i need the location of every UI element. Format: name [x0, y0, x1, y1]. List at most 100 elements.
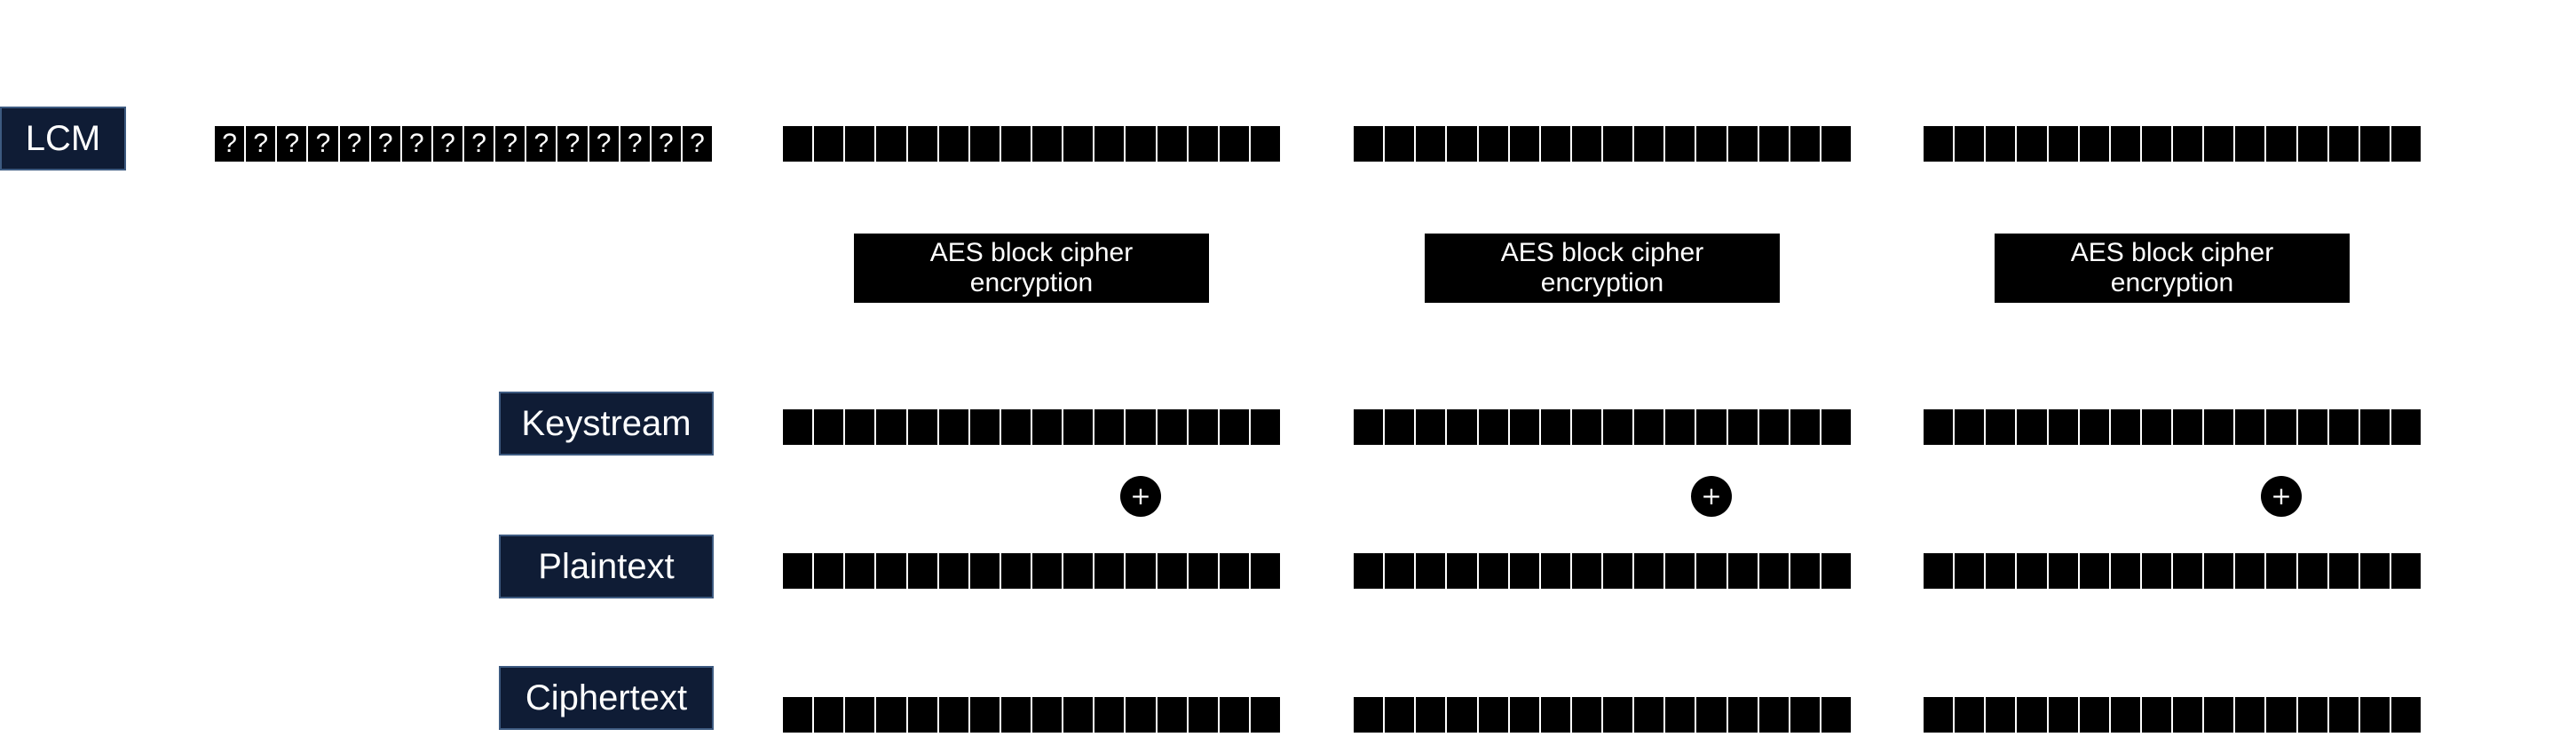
block-cell [1541, 697, 1572, 733]
block-cell [2235, 697, 2267, 733]
block-cell [2080, 553, 2111, 589]
block-cell [1447, 126, 1479, 162]
plaintext-block-1 [783, 553, 1280, 589]
aes-encryption-box-2: AES block cipher encryption [1425, 234, 1780, 303]
block-cell [1821, 553, 1851, 589]
block-cell [1032, 697, 1064, 733]
iv-cell: ? [433, 126, 464, 162]
block-cell [1158, 126, 1189, 162]
block-cell [1001, 409, 1032, 445]
block-cell [1728, 126, 1759, 162]
block-cell [1447, 409, 1479, 445]
block-cell [814, 126, 846, 162]
block-cell [1696, 126, 1728, 162]
block-cell [1986, 553, 2018, 589]
block-cell [814, 553, 846, 589]
block-cell [1063, 126, 1095, 162]
block-cell [1510, 409, 1541, 445]
block-cell [1541, 126, 1572, 162]
block-cell [1759, 697, 1790, 733]
block-cell [1955, 553, 1987, 589]
iv-cell: ? [340, 126, 371, 162]
iv-cell: ? [371, 126, 402, 162]
block-cell [2391, 409, 2421, 445]
iv-cell: ? [246, 126, 278, 162]
plaintext-block-2 [1354, 553, 1851, 589]
block-cell [2111, 697, 2142, 733]
block-cell [1032, 553, 1064, 589]
block-cell [1416, 409, 1448, 445]
iv-block: ???????????????? [215, 126, 712, 162]
block-cell [2298, 697, 2329, 733]
block-cell [1924, 126, 1956, 162]
counter-block-2 [1354, 126, 1851, 162]
block-cell [1385, 553, 1417, 589]
lcm-label: LCM [0, 107, 126, 170]
block-cell [908, 553, 939, 589]
block-cell [1790, 553, 1821, 589]
block-cell [1251, 553, 1280, 589]
iv-cell: ? [589, 126, 620, 162]
block-cell [2173, 126, 2205, 162]
block-cell [1986, 126, 2018, 162]
block-cell [1665, 409, 1697, 445]
block-cell [1572, 553, 1603, 589]
block-cell [1063, 697, 1095, 733]
ciphertext-label: Ciphertext [499, 666, 714, 730]
block-cell [908, 409, 939, 445]
block-cell [1447, 553, 1479, 589]
xor-icon: + [1120, 476, 1161, 517]
iv-cell: ? [308, 126, 340, 162]
block-cell [1032, 126, 1064, 162]
block-cell [2235, 126, 2267, 162]
block-cell [1385, 697, 1417, 733]
block-cell [2173, 553, 2205, 589]
block-cell [1696, 409, 1728, 445]
aes-encryption-box-3: AES block cipher encryption [1995, 234, 2350, 303]
block-cell [876, 553, 908, 589]
block-cell [1986, 409, 2018, 445]
block-cell [1955, 409, 1987, 445]
block-cell [2391, 697, 2421, 733]
block-cell [1790, 126, 1821, 162]
block-cell [2204, 126, 2236, 162]
block-cell [2360, 126, 2391, 162]
block-cell [1158, 553, 1189, 589]
block-cell [970, 409, 1001, 445]
block-cell [2111, 409, 2142, 445]
block-cell [1728, 553, 1759, 589]
block-cell [1001, 553, 1032, 589]
block-cell [845, 553, 877, 589]
iv-cell: ? [526, 126, 558, 162]
block-cell [1094, 697, 1126, 733]
block-cell [1189, 409, 1220, 445]
block-cell [2017, 553, 2049, 589]
iv-cell: ? [215, 126, 247, 162]
block-cell [1001, 697, 1032, 733]
block-cell [1001, 126, 1032, 162]
block-cell [1728, 697, 1759, 733]
block-cell [970, 553, 1001, 589]
block-cell [1126, 553, 1158, 589]
block-cell [1094, 126, 1126, 162]
block-cell [2204, 409, 2236, 445]
block-cell [1603, 553, 1635, 589]
block-cell [814, 697, 846, 733]
block-cell [1063, 409, 1095, 445]
block-cell [876, 126, 908, 162]
block-cell [1354, 697, 1386, 733]
block-cell [1251, 126, 1280, 162]
block-cell [1572, 126, 1603, 162]
block-cell [1063, 553, 1095, 589]
block-cell [1728, 409, 1759, 445]
block-cell [2142, 409, 2173, 445]
block-cell [1354, 553, 1386, 589]
block-cell [1158, 409, 1189, 445]
block-cell [1821, 697, 1851, 733]
block-cell [1094, 553, 1126, 589]
block-cell [2235, 553, 2267, 589]
block-cell [1416, 553, 1448, 589]
block-cell [1251, 697, 1280, 733]
block-cell [1759, 553, 1790, 589]
block-cell [1158, 697, 1189, 733]
